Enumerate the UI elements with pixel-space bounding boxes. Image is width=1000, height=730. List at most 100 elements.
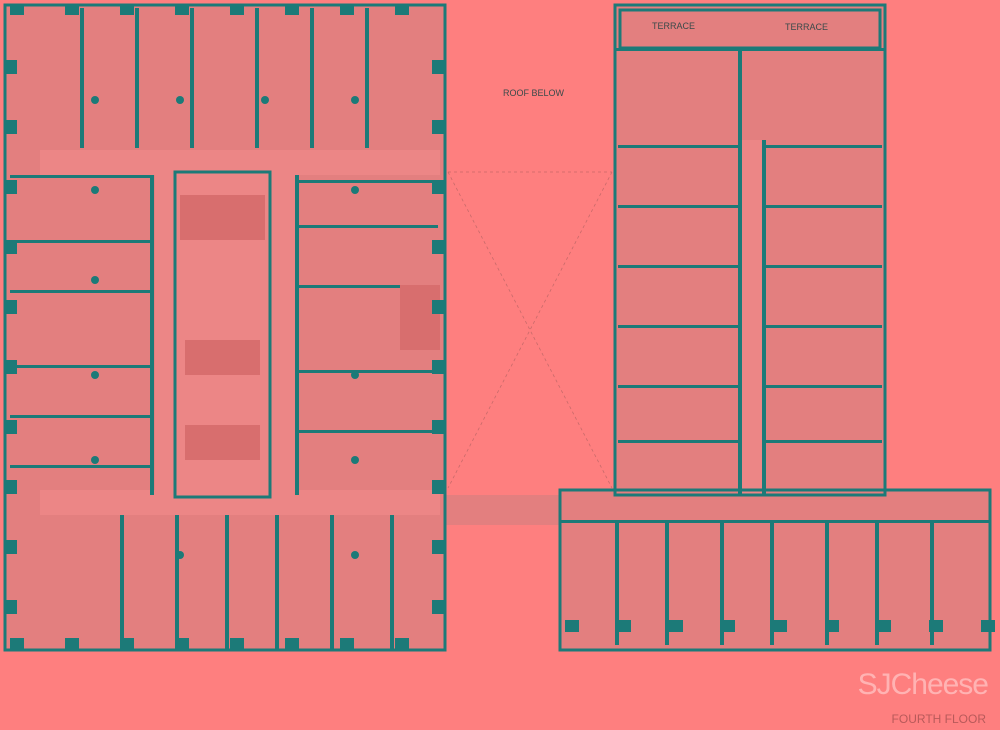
column [432, 480, 444, 494]
column-dot [176, 96, 184, 104]
room-wall [615, 520, 619, 645]
column [340, 638, 354, 650]
column [65, 5, 79, 15]
room-wall [10, 465, 150, 468]
terrace-left-label: TERRACE [652, 21, 695, 31]
column [721, 620, 735, 632]
room-wall [80, 8, 84, 148]
corridor-wall [560, 520, 990, 523]
column [5, 600, 17, 614]
column [120, 5, 134, 15]
column [565, 620, 579, 632]
outer-wall [613, 3, 887, 497]
column-dot [91, 186, 99, 194]
room-wall [618, 440, 740, 443]
room-wall [618, 145, 740, 148]
room-wall [762, 265, 882, 268]
core-wall [173, 170, 272, 499]
bridge-corridor [445, 495, 560, 525]
column [432, 60, 444, 74]
column [5, 420, 17, 434]
room-wall [120, 515, 124, 650]
stair [400, 285, 440, 350]
room-wall [298, 180, 438, 183]
room-wall [298, 370, 438, 373]
elevator-shaft [185, 425, 260, 460]
room-wall [762, 440, 882, 443]
outer-wall [558, 488, 992, 652]
room-wall [190, 8, 194, 148]
room-wall [330, 515, 334, 650]
column [5, 300, 17, 314]
column [773, 620, 787, 632]
column-dot [91, 371, 99, 379]
column [825, 620, 839, 632]
column-dot [91, 96, 99, 104]
column-dot [351, 186, 359, 194]
column [5, 60, 17, 74]
column [617, 620, 631, 632]
room-wall [762, 205, 882, 208]
column [432, 240, 444, 254]
column [432, 420, 444, 434]
room-wall [298, 430, 438, 433]
column [230, 638, 244, 650]
terrace-wall [615, 48, 885, 51]
terrace-right-label: TERRACE [785, 22, 828, 32]
column-dot [351, 96, 359, 104]
room-wall [298, 285, 438, 288]
corridor-wall [762, 140, 766, 495]
room-wall [665, 520, 669, 645]
room-wall [10, 240, 150, 243]
watermark-logo: SJCheese [857, 668, 989, 701]
room-wall [10, 175, 150, 178]
column-dot [91, 276, 99, 284]
column [669, 620, 683, 632]
room-wall [298, 225, 438, 228]
column [120, 638, 134, 650]
column [5, 360, 17, 374]
room-wall [720, 520, 724, 645]
elevator-shaft [185, 340, 260, 375]
room-wall [875, 520, 879, 645]
room-wall [275, 515, 279, 650]
room-wall [762, 325, 882, 328]
corridor-wall [150, 175, 154, 495]
column [175, 638, 189, 650]
column [5, 480, 17, 494]
column [5, 240, 17, 254]
column [395, 638, 409, 650]
corridor [740, 140, 762, 495]
roof-cross-lines [447, 171, 613, 489]
room-wall [10, 290, 150, 293]
column [65, 638, 79, 650]
column [10, 638, 24, 650]
terrace [618, 8, 882, 50]
room-wall [618, 205, 740, 208]
room-wall [390, 515, 394, 650]
floor-title: FOURTH FLOOR [891, 712, 986, 726]
column [929, 620, 943, 632]
corridor-wall [738, 50, 742, 495]
column [5, 180, 17, 194]
room-wall [770, 520, 774, 645]
room-wall [762, 385, 882, 388]
room-wall [10, 365, 150, 368]
column-dot [351, 551, 359, 559]
stair-core [180, 195, 265, 240]
room-wall [618, 265, 740, 268]
column-dot [261, 96, 269, 104]
column-dot [351, 371, 359, 379]
column [432, 540, 444, 554]
column-dot [176, 551, 184, 559]
column [10, 5, 24, 15]
column [5, 540, 17, 554]
column [395, 5, 409, 15]
room-wall [175, 515, 179, 650]
corridor-wall [295, 175, 299, 495]
room-wall [225, 515, 229, 650]
column [432, 600, 444, 614]
column [432, 360, 444, 374]
column [5, 120, 17, 134]
